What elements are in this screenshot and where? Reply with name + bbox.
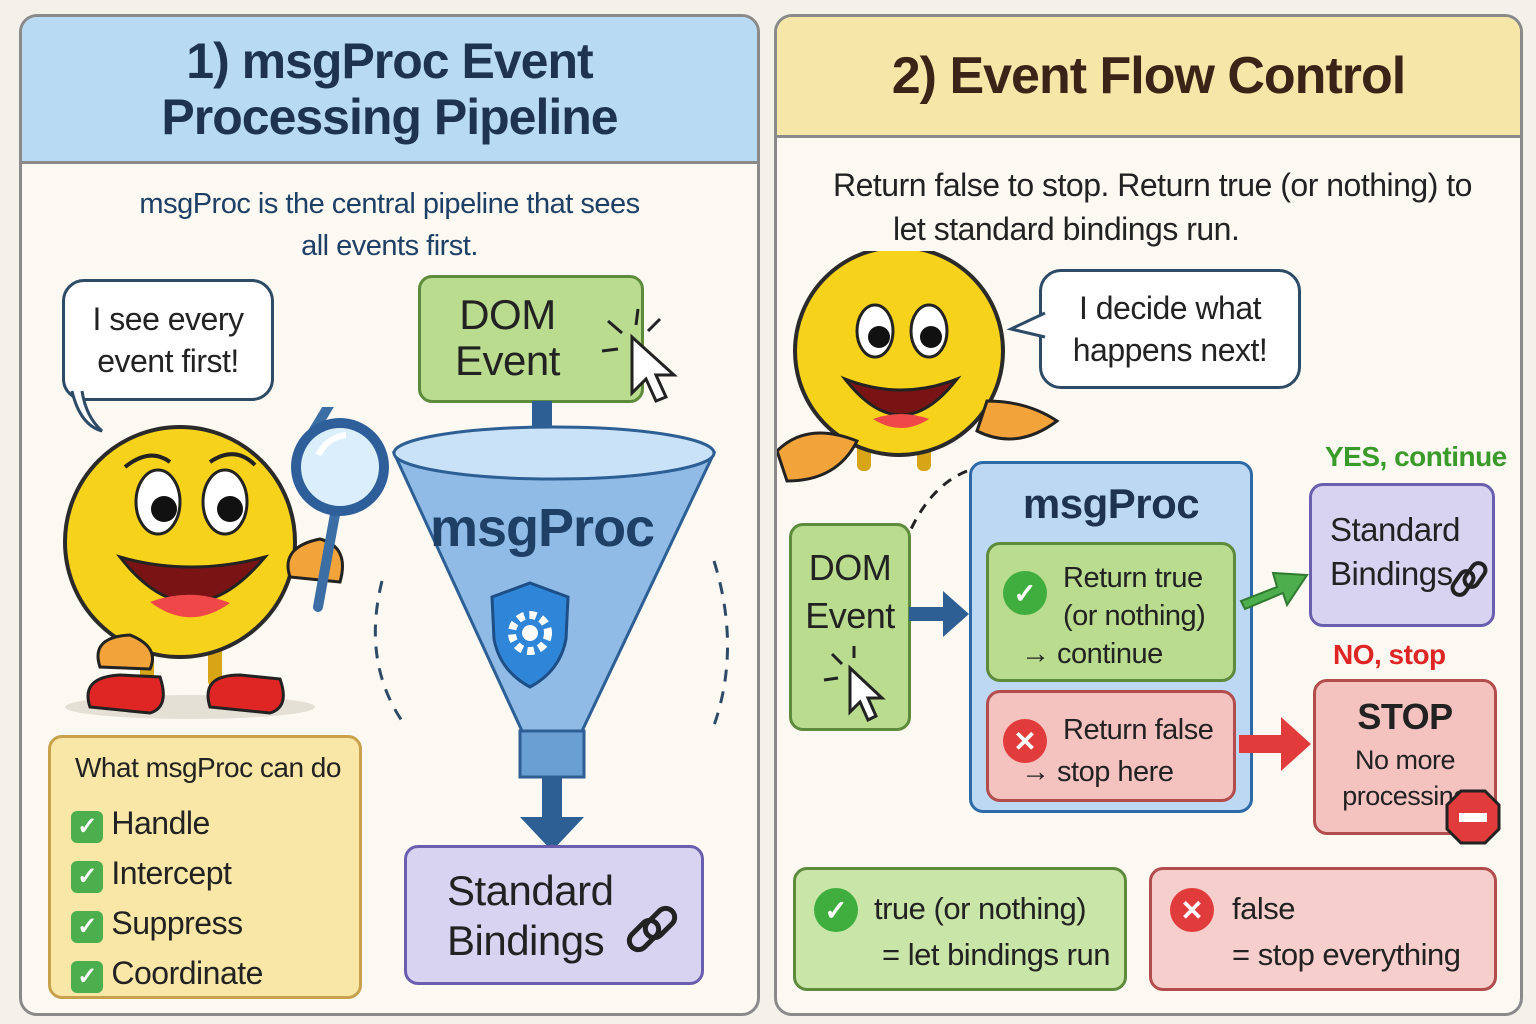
chain-link-icon xyxy=(1450,561,1488,597)
summary-false-line-1: false xyxy=(1232,891,1295,926)
summary-false-line-2: = stop everything xyxy=(1232,937,1461,972)
stop-sign-icon xyxy=(1445,789,1501,845)
capability-label: Coordinate xyxy=(111,955,263,991)
chain-link-icon xyxy=(626,905,678,953)
bindings-line-2: Bindings xyxy=(447,917,605,964)
speech-line-1: I see every xyxy=(92,301,244,337)
intro-text: Return false to stop. Return true (or no… xyxy=(833,163,1472,251)
arrow-icon xyxy=(909,591,969,637)
capabilities-list: ✓ Handle ✓ Intercept ✓ Suppress ✓ Coordi… xyxy=(71,798,263,998)
summary-false-text: false = stop everything xyxy=(1232,886,1461,978)
speech-line-1: I decide what xyxy=(1078,290,1262,326)
bindings-label: Standard Bindings xyxy=(447,866,614,966)
cursor-icon xyxy=(601,308,678,403)
dom-event-line-1: DOM xyxy=(459,291,556,338)
summary-true-text: true (or nothing) = let bindings run xyxy=(874,886,1110,978)
dom-event-box: DOM Event xyxy=(789,523,911,731)
title-line-1: 1) msgProc Event xyxy=(186,33,593,89)
msgproc-box: msgProc ✓ Return true (or nothing) → con… xyxy=(969,461,1253,813)
subtitle-line-2: all events first. xyxy=(301,230,478,262)
stop-arrow xyxy=(1239,717,1311,771)
bindings-line-1: Standard xyxy=(447,867,614,914)
stop-title: STOP xyxy=(1357,696,1453,737)
magnifier-icon xyxy=(291,418,389,516)
subtitle: msgProc is the central pipeline that see… xyxy=(22,183,757,267)
standard-bindings-box: Standard Bindings xyxy=(404,845,704,985)
capabilities-title: What msgProc can do xyxy=(75,752,341,783)
panel-flow-control: 2) Event Flow Control Return false to st… xyxy=(774,14,1523,1016)
speech-bubble: I see every event first! xyxy=(62,279,274,401)
summary-true-line-1: true (or nothing) xyxy=(874,891,1087,926)
stop-text: No more processing xyxy=(1316,742,1494,814)
true-line-2: (or nothing) xyxy=(1063,600,1206,632)
cross-icon: ✕ xyxy=(1003,719,1047,763)
bindings-line-1: Standard xyxy=(1330,511,1460,548)
dom-event-line-1: DOM xyxy=(808,547,892,588)
panel-title: 2) Event Flow Control xyxy=(777,17,1520,138)
check-icon: ✓ xyxy=(71,861,103,893)
subtitle-line-1: msgProc is the central pipeline that see… xyxy=(139,188,640,220)
summary-false-box: ✕ false = stop everything xyxy=(1149,867,1497,991)
capability-label: Handle xyxy=(111,805,210,841)
return-true-box: ✓ Return true (or nothing) → continue xyxy=(986,542,1236,682)
dom-event-line-2: Event xyxy=(455,337,560,384)
speech-tail xyxy=(70,390,104,433)
continue-arrow xyxy=(1239,571,1309,611)
check-icon: ✓ xyxy=(71,961,103,993)
yes-label: YES, continue xyxy=(1325,441,1507,472)
return-true-text: Return true (or nothing) → continue xyxy=(1021,559,1206,673)
speech-line-2: event first! xyxy=(97,343,239,379)
check-icon: ✓ xyxy=(71,911,103,943)
mascot-emoji xyxy=(777,251,1060,483)
summary-true-line-2: = let bindings run xyxy=(882,937,1110,972)
no-label: NO, stop xyxy=(1333,639,1446,670)
dom-event-label: DOM Event xyxy=(792,544,908,640)
msgproc-label: msgProc xyxy=(1022,480,1200,527)
capability-label: Suppress xyxy=(111,905,243,941)
speech-bubble: I decide what happens next! xyxy=(1039,269,1301,389)
speech-line-2: happens next! xyxy=(1072,332,1268,368)
title-line-2: Processing Pipeline xyxy=(161,89,618,145)
dom-event-box: DOM Event xyxy=(418,275,644,403)
capability-item: ✓ Intercept xyxy=(71,848,263,898)
false-line-2: → stop here xyxy=(1021,756,1174,788)
standard-bindings-box: Standard Bindings xyxy=(1309,483,1495,627)
dashed-connector xyxy=(903,469,968,544)
return-false-text: Return false → stop here xyxy=(1021,709,1214,793)
false-line-1: Return false xyxy=(1063,714,1214,746)
check-icon: ✓ xyxy=(71,811,103,843)
capabilities-box: What msgProc can do ✓ Handle ✓ Intercept… xyxy=(48,735,362,999)
gear-shield-icon xyxy=(490,581,570,689)
true-line-1: Return true xyxy=(1063,562,1203,594)
intro-line-2: let standard bindings run. xyxy=(893,211,1240,247)
true-line-3: → continue xyxy=(1021,638,1163,670)
cursor-icon xyxy=(823,646,886,723)
capability-label: Intercept xyxy=(111,855,232,891)
stop-line-1: No more xyxy=(1354,745,1456,775)
return-false-box: ✕ Return false → stop here xyxy=(986,690,1236,802)
check-icon: ✓ xyxy=(1003,571,1047,615)
dom-event-line-2: Event xyxy=(805,595,895,636)
check-icon: ✓ xyxy=(814,888,858,932)
capability-item: ✓ Suppress xyxy=(71,898,263,948)
funnel-label: msgProc xyxy=(430,498,655,558)
capability-item: ✓ Handle xyxy=(71,798,263,848)
bindings-label: Standard Bindings xyxy=(1330,508,1460,596)
bindings-line-2: Bindings xyxy=(1330,555,1453,592)
dom-event-label: DOM Event xyxy=(455,292,560,384)
capability-item: ✓ Coordinate xyxy=(71,948,263,998)
summary-true-box: ✓ true (or nothing) = let bindings run xyxy=(793,867,1127,991)
cross-icon: ✕ xyxy=(1170,888,1214,932)
speech-tail xyxy=(1006,311,1046,339)
mascot-emoji xyxy=(63,407,345,719)
intro-line-1: Return false to stop. Return true (or no… xyxy=(833,167,1472,203)
